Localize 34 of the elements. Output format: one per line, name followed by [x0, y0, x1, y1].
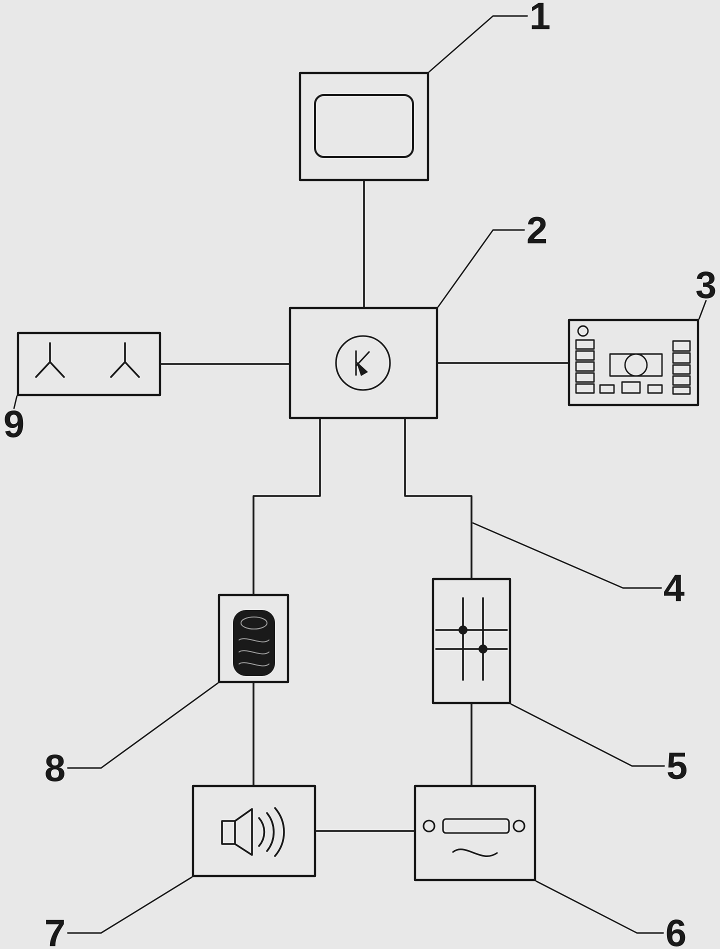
leader-line	[67, 682, 219, 769]
leader-line	[698, 300, 707, 320]
wire	[404, 418, 472, 579]
wire	[160, 363, 290, 365]
callout-number: 5	[668, 752, 687, 780]
component-box	[192, 784, 316, 878]
callout-number: 4	[664, 574, 684, 602]
component-box	[432, 578, 512, 704]
wire	[252, 418, 321, 595]
leader-line	[67, 876, 193, 934]
leader-line	[428, 15, 528, 73]
leader-line	[510, 703, 665, 767]
leader-line	[13, 395, 18, 410]
wire	[363, 180, 365, 308]
wire	[315, 830, 415, 832]
leader-line	[535, 880, 664, 934]
component-box	[414, 784, 536, 882]
callout-number: 9	[4, 410, 24, 438]
component-box	[218, 594, 290, 684]
leader-line	[472, 522, 662, 589]
callout-number: 7	[46, 920, 64, 946]
callout-number: 3	[696, 272, 716, 298]
wire	[437, 362, 569, 364]
component-box	[288, 306, 438, 420]
leader-line	[437, 229, 525, 308]
callout-number: 1	[532, 2, 550, 30]
component-box	[16, 332, 162, 396]
component-box	[298, 72, 430, 182]
callout-number: 8	[46, 754, 64, 782]
wire	[252, 682, 254, 786]
callout-number: 2	[528, 216, 546, 244]
callout-number: 6	[666, 920, 686, 946]
wire	[470, 703, 472, 786]
component-box	[568, 318, 700, 406]
